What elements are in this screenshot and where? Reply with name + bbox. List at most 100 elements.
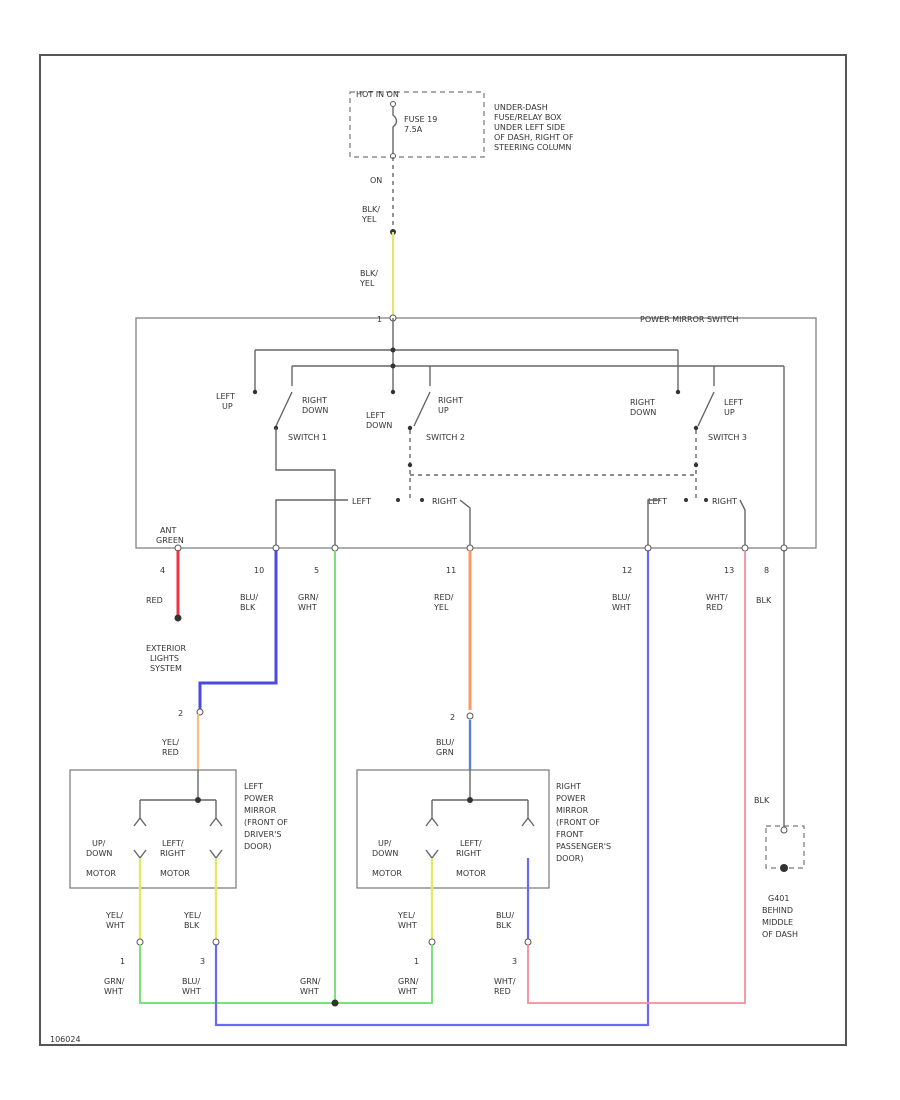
wire-r-wht-red-2: RED bbox=[494, 987, 511, 996]
right-mirror-motor-terminals bbox=[425, 849, 439, 860]
feed-top-color-1: BLK/ bbox=[362, 205, 380, 214]
label-right-up-2: UP bbox=[438, 406, 449, 415]
pin-10-label: 10 bbox=[254, 566, 264, 575]
left-motor2-label-2: RIGHT bbox=[160, 849, 185, 858]
wire-right-yel-wht-2: WHT bbox=[398, 921, 417, 930]
left-mirror-title-4: (FRONT OF bbox=[244, 818, 288, 827]
right-mirror-pin-label: 2 bbox=[450, 713, 455, 722]
wire-r-wht-red-1: WHT/ bbox=[494, 977, 516, 986]
left-power-mirror: UP/ DOWN MOTOR LEFT/ RIGHT MOTOR LEFT PO… bbox=[69, 769, 288, 889]
fuse-note-2: FUSE/RELAY BOX bbox=[494, 113, 562, 122]
feed-mid-color-1: BLK/ bbox=[360, 269, 378, 278]
pin-4-label: 4 bbox=[160, 566, 165, 575]
wire-red-yel-2: YEL bbox=[433, 603, 449, 612]
left-motor1-label-3: MOTOR bbox=[86, 869, 116, 878]
wire-blu-blk-2: BLK bbox=[240, 603, 256, 612]
right-pin-3-label: 3 bbox=[512, 957, 517, 966]
wire-yel-red-1: YEL/ bbox=[161, 738, 179, 747]
switch-2-pivot bbox=[407, 425, 413, 431]
contact-left-up bbox=[252, 389, 258, 395]
exterior-label-2: LIGHTS bbox=[150, 654, 179, 663]
selector-left-2: LEFT bbox=[648, 497, 667, 506]
pin-12-label: 12 bbox=[622, 566, 632, 575]
pin-11-label: 11 bbox=[446, 566, 456, 575]
wire-grn-wht-bus bbox=[139, 944, 433, 1004]
wire-blu-wht-1: BLU/ bbox=[612, 593, 630, 602]
right-motor1-label-3: MOTOR bbox=[372, 869, 402, 878]
ant-label-2: GREEN bbox=[156, 536, 184, 545]
left-mirror-common bbox=[139, 770, 217, 818]
wire-red-label: RED bbox=[146, 596, 163, 605]
switch-bus bbox=[254, 318, 679, 392]
selector-contact-4 bbox=[704, 498, 708, 502]
wire-blu-blk-1: BLU/ bbox=[240, 593, 258, 602]
switch-1-to-pin-5 bbox=[275, 428, 336, 548]
right-mirror-motor-brushes bbox=[425, 816, 535, 827]
feed-mid-color-2: YEL bbox=[359, 279, 375, 288]
label-left-up-3b: UP bbox=[724, 408, 735, 417]
selector-to-pin-11 bbox=[459, 499, 471, 548]
fuse-label: FUSE 19 bbox=[404, 115, 437, 124]
selector-contact-2 bbox=[420, 498, 424, 502]
right-motor2-label-2: RIGHT bbox=[456, 849, 481, 858]
right-mirror-title-2: POWER bbox=[556, 794, 586, 803]
diagram-frame bbox=[39, 54, 847, 1046]
wire-r-grn-wht-2: WHT bbox=[398, 987, 417, 996]
wire-right-yel-wht-1: YEL/ bbox=[397, 911, 415, 920]
wire-c-grn-wht-2: WHT bbox=[300, 987, 319, 996]
fuse-box: HOT IN ON FUSE 19 7.5A UNDER-DASH FUSE/R… bbox=[349, 90, 574, 159]
bus-splice bbox=[390, 347, 396, 353]
return-splice bbox=[390, 363, 396, 369]
contact-right-down bbox=[675, 389, 681, 395]
ground-label-2: BEHIND bbox=[762, 906, 793, 915]
label-left-down-1: LEFT bbox=[366, 411, 385, 420]
switch-3-pivot bbox=[693, 425, 699, 431]
switch-title: POWER MIRROR SWITCH bbox=[640, 315, 738, 324]
left-mirror-outline bbox=[69, 769, 237, 889]
label-right-down-1a: RIGHT bbox=[302, 396, 327, 405]
left-mirror-common-splice bbox=[195, 797, 201, 803]
left-mirror-title-2: POWER bbox=[244, 794, 274, 803]
fuse-symbol bbox=[392, 103, 398, 157]
label-left-up-3a: LEFT bbox=[724, 398, 743, 407]
ground-label-4: OF DASH bbox=[762, 930, 798, 939]
wire-wht-red-loop bbox=[527, 550, 746, 1004]
linkage-node-1 bbox=[407, 462, 413, 468]
left-mirror-pin-2-connector bbox=[196, 708, 204, 716]
wire-right-blu-blk-2: BLK bbox=[496, 921, 512, 930]
switch-box-outline bbox=[135, 317, 817, 549]
fuse-note-4: OF DASH, RIGHT OF bbox=[494, 133, 574, 142]
left-mirror-title-5: DRIVER'S bbox=[244, 830, 281, 839]
contact-left-down bbox=[390, 389, 396, 395]
wire-blu-grn-1: BLU/ bbox=[436, 738, 454, 747]
left-mirror-title-3: MIRROR bbox=[244, 806, 277, 815]
wire-left-yel-blk-1: YEL/ bbox=[183, 911, 201, 920]
switch-top-pin: 1 bbox=[377, 315, 382, 324]
fuse-note-5: STEERING COLUMN bbox=[494, 143, 571, 152]
wire-wht-red-1: WHT/ bbox=[706, 593, 728, 602]
selector-contact-3 bbox=[684, 498, 688, 502]
selector-to-pin-10 bbox=[275, 499, 348, 548]
ground-terminal bbox=[780, 864, 788, 872]
right-motor1-label-1: UP/ bbox=[378, 839, 392, 848]
fuse-note-3: UNDER LEFT SIDE bbox=[494, 123, 565, 132]
left-motor1-label-1: UP/ bbox=[92, 839, 106, 848]
exterior-label-1: EXTERIOR bbox=[146, 644, 187, 653]
wire-l-blu-wht-2: WHT bbox=[182, 987, 201, 996]
right-mirror-outline bbox=[356, 769, 550, 889]
switch-2-label: SWITCH 2 bbox=[426, 433, 465, 442]
wire-right-blu-blk-1: BLU/ bbox=[496, 911, 514, 920]
wire-c-grn-wht-1: GRN/ bbox=[300, 977, 321, 986]
fuse-box-header: HOT IN ON bbox=[356, 90, 399, 99]
wire-l-grn-wht-1: GRN/ bbox=[104, 977, 125, 986]
left-pin-1-label: 1 bbox=[120, 957, 125, 966]
wire-blu-blk-segment bbox=[198, 550, 278, 710]
right-mirror-title-6: PASSENGER'S bbox=[556, 842, 611, 851]
left-motor2-label-1: LEFT/ bbox=[162, 839, 184, 848]
left-mirror-title-6: DOOR) bbox=[244, 842, 271, 851]
right-motor2-label-1: LEFT/ bbox=[460, 839, 482, 848]
label-right-down-3a: RIGHT bbox=[630, 398, 655, 407]
wire-left-yel-blk-2: BLK bbox=[184, 921, 200, 930]
label-right-down-1b: DOWN bbox=[302, 406, 328, 415]
label-left-up-1: LEFT bbox=[216, 392, 235, 401]
